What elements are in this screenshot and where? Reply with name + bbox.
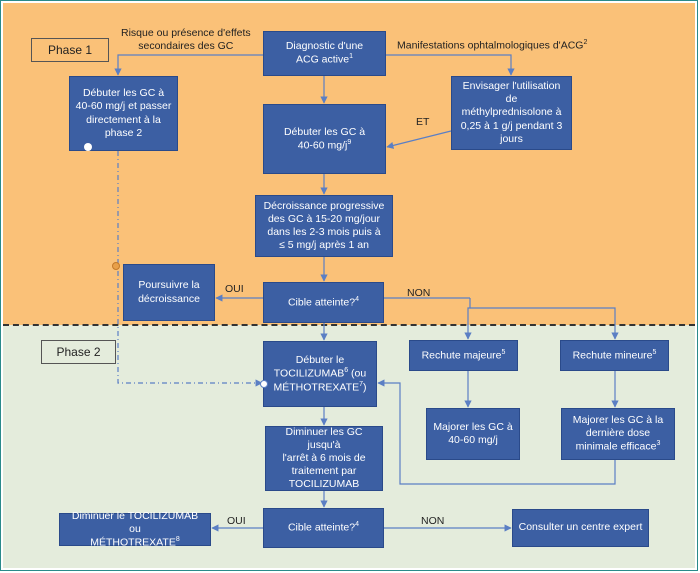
box-rechute-mineure: Rechute mineure5 (560, 340, 669, 371)
box-poursuivre: Poursuivre la décroissance (123, 264, 215, 321)
box-rechute-majeure: Rechute majeure5 (409, 340, 518, 371)
box-cible-1: Cible atteinte?4 (263, 282, 384, 323)
box-debuter-gc-direct: Débuter les GC à 40-60 mg/j et passer di… (69, 76, 178, 151)
label-et: ET (416, 116, 430, 128)
label-non-1: NON (407, 287, 431, 299)
phase1-label: Phase 1 (31, 38, 109, 62)
box-debuter-gc: Débuter les GC à 40-60 mg/j9 (263, 104, 386, 174)
box-diagnostic: Diagnostic d'une ACG active1 (263, 31, 386, 76)
box-decroissance: Décroissance progressive des GC à 15-20 … (255, 195, 393, 257)
phase-divider (3, 324, 695, 326)
box-tocilizumab-start: Débuter le TOCILIZUMAB6 (ou MÉTHOTREXATE… (263, 341, 377, 407)
box-majorer-gc: Majorer les GC à 40-60 mg/j (426, 408, 520, 460)
label-non-2: NON (421, 515, 445, 527)
label-oui-2: OUI (227, 515, 246, 527)
box-consulter-centre: Consulter un centre expert (512, 509, 649, 547)
box-cible-2: Cible atteinte?4 (263, 508, 384, 548)
marker-dot-orange (112, 262, 120, 270)
label-risk-side-effects: Risque ou présence d'effets secondaires … (121, 27, 251, 53)
box-methylprednisolone: Envisager l'utilisation de méthylprednis… (451, 76, 572, 150)
label-oui-1: OUI (225, 283, 244, 295)
box-majorer-gc-derniere: Majorer les GC à la dernière dose minima… (561, 408, 675, 460)
label-ophtalmo: Manifestations ophtalmologiques d'ACG2 (397, 39, 588, 52)
box-diminuer-tocilizumab: Diminuer le TOCILIZUMAB ou MÉTHOTREXATE8 (59, 510, 211, 548)
phase2-label: Phase 2 (41, 340, 116, 364)
marker-dot-white-1 (84, 143, 92, 151)
box-diminuer-gc: Diminuer les GC jusqu'à l'arrêt à 6 mois… (265, 426, 383, 491)
marker-dot-white-2 (260, 380, 268, 388)
